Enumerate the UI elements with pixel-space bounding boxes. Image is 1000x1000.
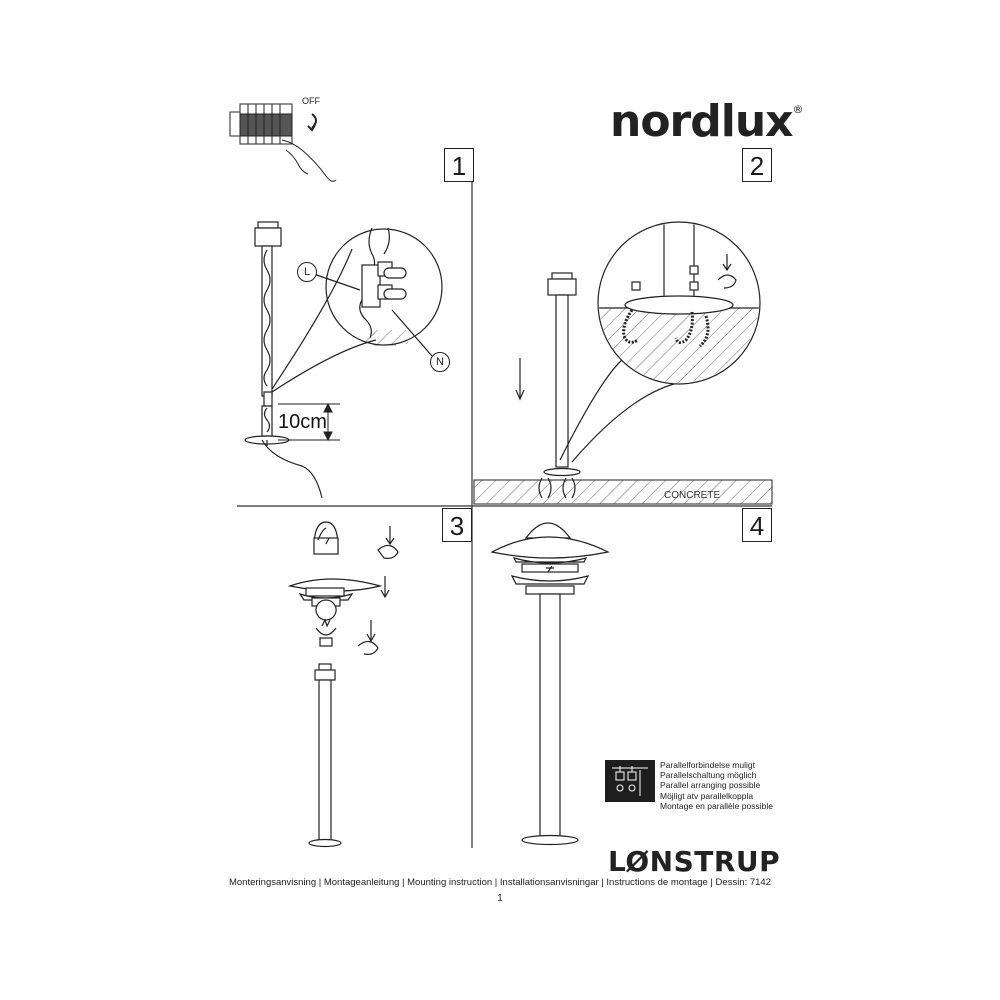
- parallel-note-line: Parallelforbindelse muligt: [660, 760, 755, 770]
- step-2-marker: 2: [742, 148, 772, 182]
- step4-assembled-lamp: [490, 522, 610, 846]
- parallel-note-line: Parallel arranging possible: [660, 780, 761, 791]
- step3-exploded-parts: [287, 521, 399, 655]
- dimension-10cm: [278, 402, 340, 442]
- parallel-note-line: Montage en parallèle possible: [660, 800, 773, 811]
- parallel-note: Parallelforbindelse muligt Parallelschal…: [660, 760, 773, 811]
- switch-off-label: OFF: [302, 96, 320, 106]
- breaker-off-illustration: [229, 103, 337, 182]
- step1-post: [244, 221, 323, 499]
- step-4-marker: 4: [742, 508, 772, 542]
- step2-anchor-magnifier: [597, 221, 761, 385]
- neutral-wire-callout: N: [430, 352, 450, 372]
- step1-wiring-magnifier: [271, 227, 443, 393]
- step-3-marker: 3: [442, 508, 472, 542]
- live-wire-callout: L: [297, 262, 317, 282]
- step-1-marker: 1: [444, 148, 474, 182]
- parallel-note-line: Parallelschaltung möglich: [660, 770, 757, 781]
- product-name: LØNSTRUP: [608, 845, 781, 878]
- footer-text: Monteringsanvisning | Montageanleitung |…: [228, 877, 771, 888]
- step3-post: [308, 663, 342, 848]
- brand-name: nordlux: [610, 96, 794, 147]
- page-number: 1: [497, 893, 503, 904]
- brand-logo: nordlux®: [610, 100, 804, 144]
- parallel-wiring-icon: [605, 760, 655, 802]
- concrete-label: CONCRETE: [664, 490, 721, 501]
- panel-dividers: [237, 178, 772, 848]
- depth-measurement: 10cm: [278, 411, 327, 433]
- parallel-note-line: Möjligt atv parallelkoppla: [660, 790, 754, 801]
- registered-mark: ®: [792, 103, 804, 116]
- concrete-slab: [473, 479, 773, 505]
